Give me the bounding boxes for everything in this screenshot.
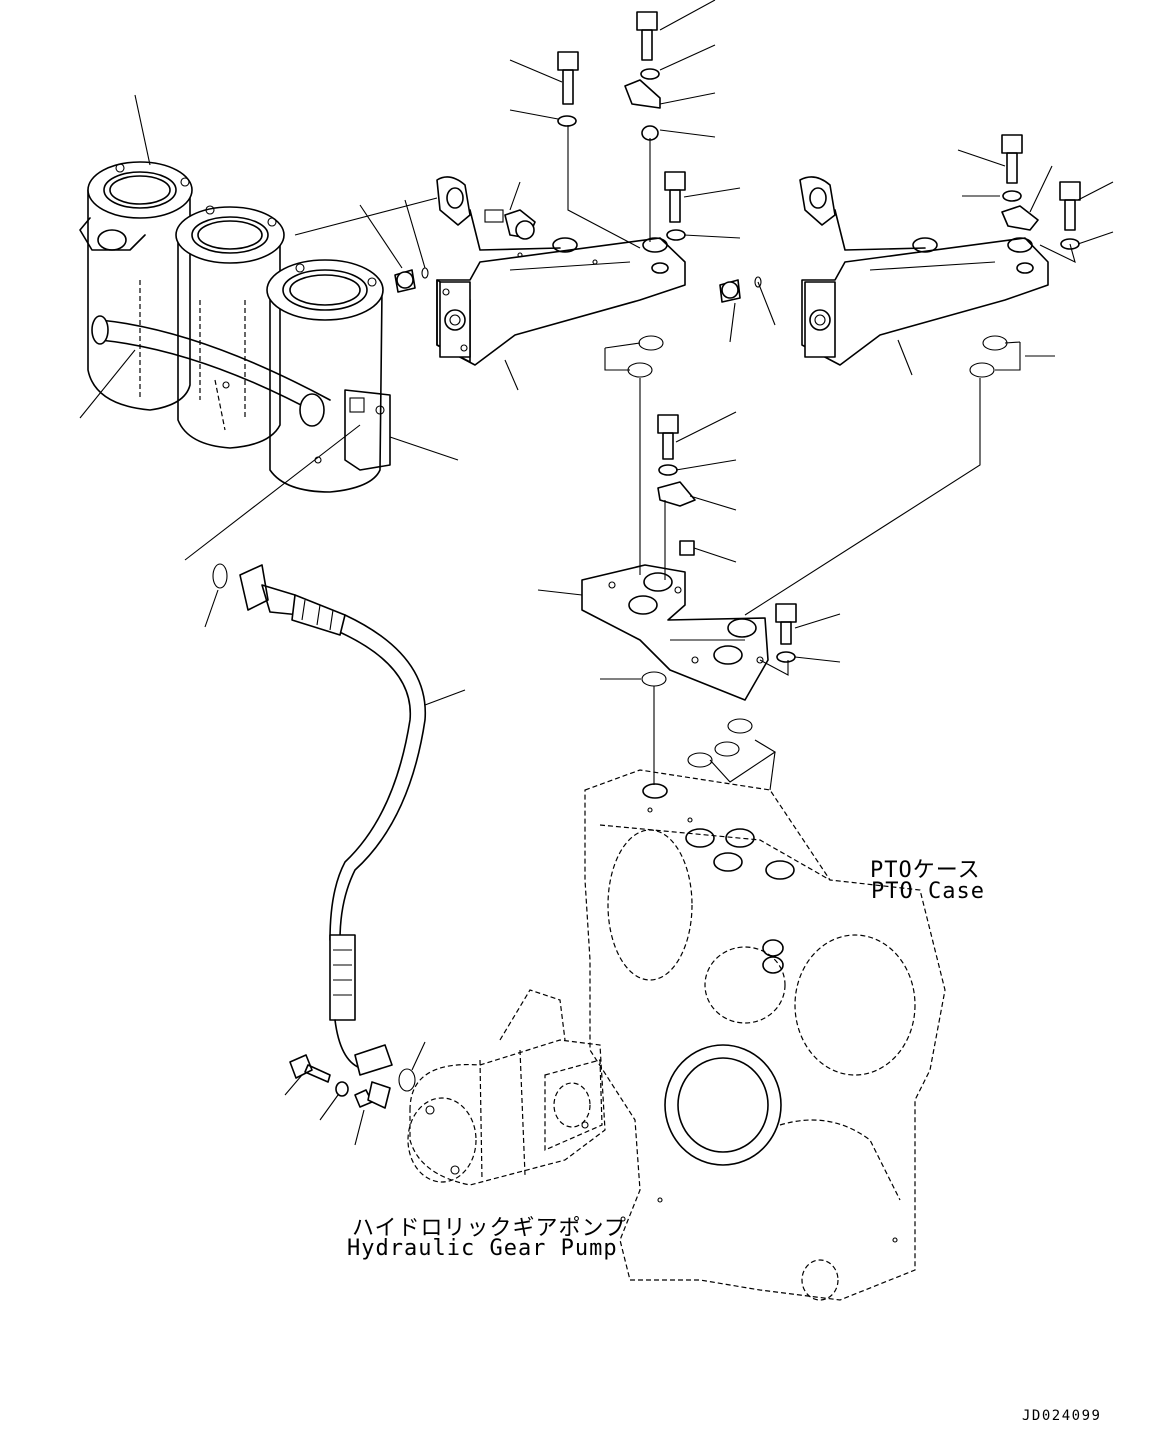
pto-case-label-en: PTO Case xyxy=(871,879,985,904)
breather-fitting xyxy=(484,209,536,240)
fasteners-top xyxy=(557,11,1081,250)
center-junction-block xyxy=(581,414,797,701)
filter-housing-assembly xyxy=(79,161,391,493)
left-manifold-bracket xyxy=(436,176,686,366)
right-manifold-bracket xyxy=(799,176,1049,366)
leader-lines xyxy=(79,0,1114,1146)
pto-case-label-jp: PTOケース xyxy=(870,858,981,883)
plug-left xyxy=(394,267,429,293)
drawing-id: JD024099 xyxy=(1022,1408,1102,1424)
gear-pump-label-jp: ハイドロリックギアポンプ xyxy=(352,1216,627,1241)
plug-right xyxy=(719,276,762,303)
pto-case xyxy=(584,769,946,1301)
o-rings xyxy=(212,335,1008,1092)
pump-flange-fasteners xyxy=(289,1054,391,1109)
gear-pump-label-en: Hydraulic Gear Pump xyxy=(347,1236,618,1261)
hydraulic-hose xyxy=(239,564,427,1076)
hydraulic-gear-pump xyxy=(407,989,606,1186)
